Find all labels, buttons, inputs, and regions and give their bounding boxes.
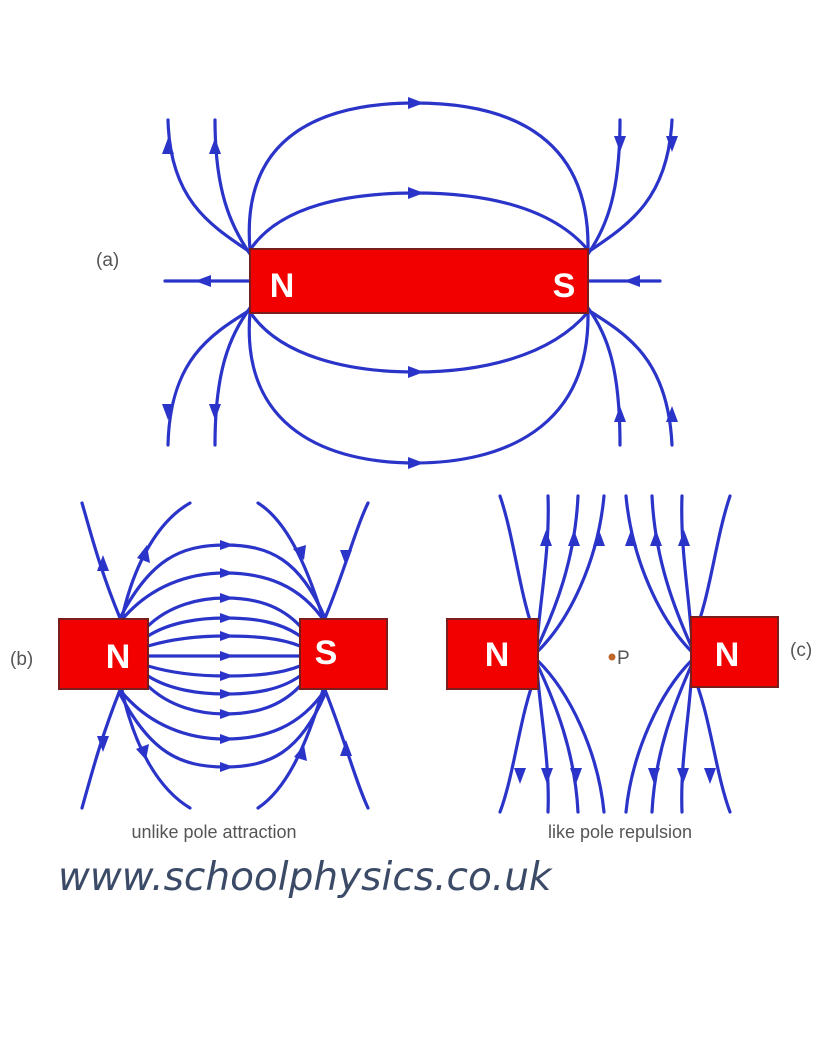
south-pole-label: S: [553, 267, 576, 305]
field-arrow: [408, 366, 424, 378]
website-watermark: www.schoolphysics.co.uk: [58, 855, 553, 900]
field-arrow: [162, 404, 174, 420]
field-arrow: [540, 530, 552, 546]
field-line: [624, 494, 694, 654]
field-arrow: [408, 457, 424, 469]
field-arrow: [677, 768, 689, 784]
field-line: [256, 688, 325, 810]
caption-like-pole-repulsion: like pole repulsion: [548, 822, 692, 842]
field-arrow: [666, 136, 678, 152]
field-arrow: [97, 555, 109, 571]
field-arrow: [220, 689, 234, 699]
field-arrow: [614, 406, 626, 422]
field-arrow: [340, 740, 352, 756]
bar-magnet: [249, 248, 589, 314]
panel-b: N S (b) unlike pole attraction: [10, 501, 388, 842]
field-arrow: [408, 187, 424, 199]
field-arrow: [568, 530, 580, 546]
field-line: [118, 543, 327, 620]
field-line: [650, 662, 694, 814]
field-line: [535, 662, 580, 814]
field-line: [213, 118, 252, 256]
field-line: [120, 688, 192, 810]
field-arrow: [340, 550, 352, 566]
field-arrow: [514, 768, 526, 784]
field-arrow: [678, 530, 690, 546]
field-line: [80, 501, 122, 620]
field-arrow: [220, 568, 234, 578]
field-line: [248, 310, 590, 374]
panel-label-a: (a): [96, 250, 119, 271]
field-arrow: [294, 745, 307, 761]
field-line: [535, 494, 606, 654]
field-arrow: [220, 734, 234, 744]
field-arrow: [293, 545, 306, 560]
field-arrow: [220, 651, 234, 661]
field-line: [120, 501, 192, 620]
field-arrow: [648, 768, 660, 784]
panel-label-c: (c): [790, 640, 812, 661]
field-arrow: [650, 530, 662, 546]
field-line: [247, 310, 590, 465]
field-line: [624, 658, 694, 814]
field-arrow: [136, 744, 149, 760]
panel-a: N S (a): [96, 97, 678, 469]
field-arrow: [209, 404, 221, 420]
field-arrow: [625, 530, 637, 546]
field-arrow: [97, 736, 109, 752]
field-line: [247, 101, 590, 252]
field-line: [535, 658, 606, 814]
field-arrow: [162, 138, 174, 154]
panel-label-b: (b): [10, 649, 33, 670]
field-line: [213, 306, 252, 447]
field-line: [498, 670, 539, 814]
field-arrow: [704, 768, 716, 784]
north-pole-label: N: [270, 267, 295, 305]
field-arrow: [220, 631, 234, 641]
north-pole-label: N: [485, 636, 510, 674]
field-arrow: [195, 275, 211, 287]
field-arrow: [593, 530, 605, 546]
field-line: [248, 191, 590, 252]
field-arrow: [220, 709, 234, 719]
south-pole-label: S: [315, 634, 338, 672]
field-line: [680, 666, 694, 814]
field-arrow: [570, 768, 582, 784]
north-pole-label: N: [106, 638, 131, 676]
field-line: [323, 688, 370, 810]
field-line: [166, 308, 252, 447]
field-line: [80, 688, 122, 810]
field-line: [586, 118, 674, 254]
bar-magnet-south: [299, 618, 388, 690]
field-arrow: [624, 275, 640, 287]
field-arrow: [614, 136, 626, 152]
field-line: [146, 596, 302, 628]
bar-magnet-north-left: [446, 618, 539, 690]
field-line: [118, 692, 327, 769]
field-arrow: [220, 671, 234, 681]
bar-magnet-north-right: [690, 616, 779, 688]
field-arrow: [541, 768, 553, 784]
field-line: [146, 684, 302, 716]
caption-unlike-pole-attraction: unlike pole attraction: [131, 822, 296, 842]
field-arrow: [220, 593, 234, 603]
field-arrow: [408, 97, 424, 109]
field-arrow: [137, 545, 150, 563]
field-arrow: [220, 613, 234, 623]
field-arrow: [220, 762, 234, 772]
field-line: [256, 501, 325, 620]
bar-magnet-north: [58, 618, 149, 690]
neutral-point-label: P: [617, 648, 630, 669]
neutral-point-marker: [608, 653, 616, 661]
field-arrow: [209, 138, 221, 154]
north-pole-label: N: [715, 636, 740, 674]
field-line: [535, 494, 580, 650]
field-arrow: [220, 540, 234, 550]
panel-c: N N P (c) like pole repulsion: [446, 494, 812, 842]
field-line: [650, 494, 694, 650]
field-line: [690, 670, 732, 814]
field-arrow: [666, 406, 678, 422]
